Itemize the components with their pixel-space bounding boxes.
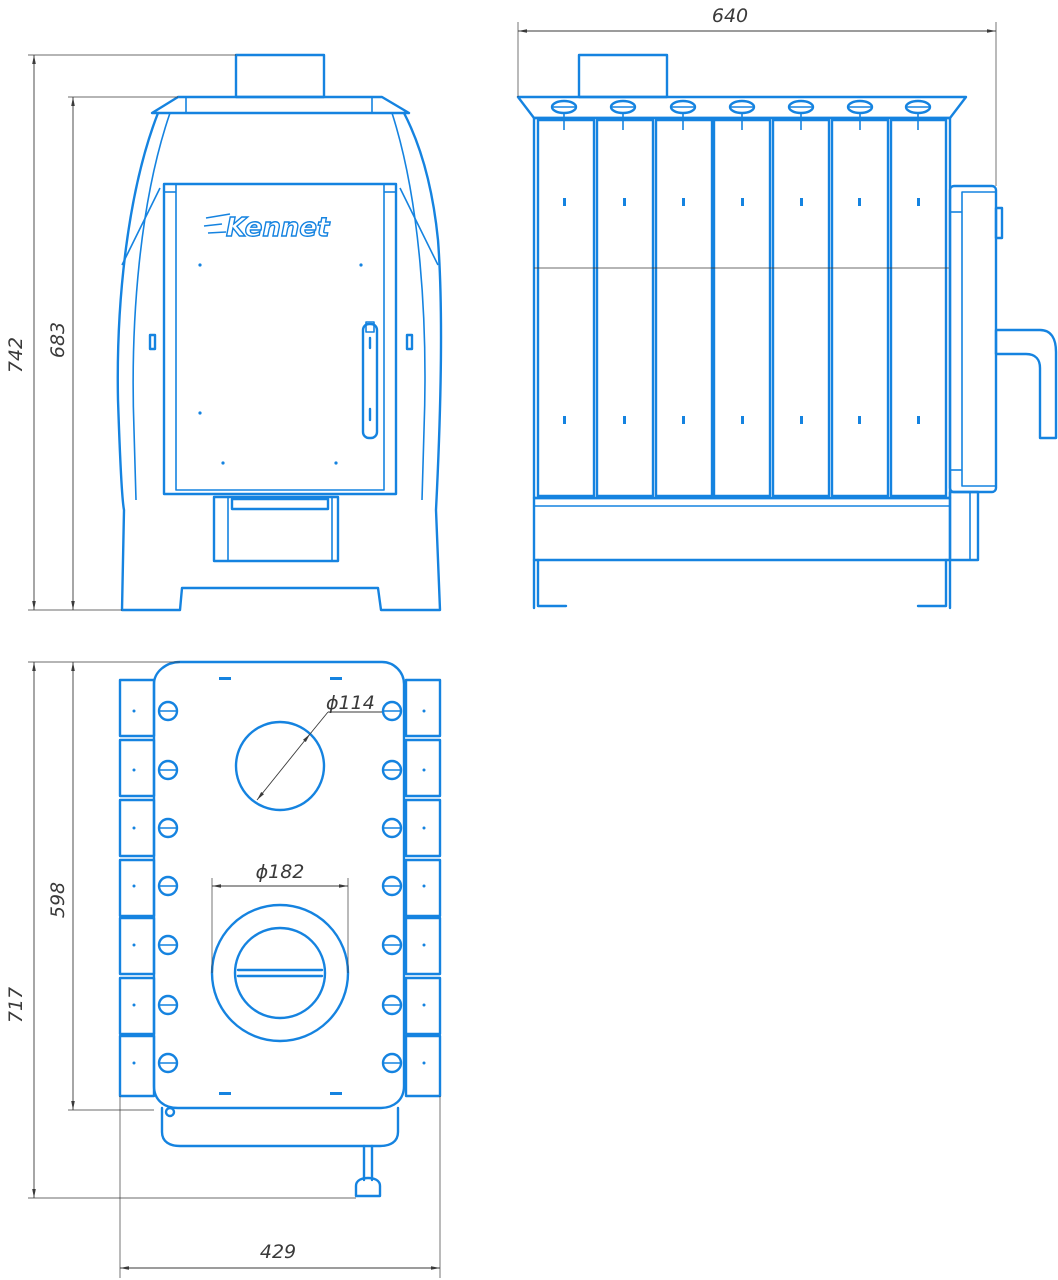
side-slot-right xyxy=(405,333,414,351)
side-chimney-pipe xyxy=(577,53,669,99)
side-slot-left xyxy=(148,333,157,351)
dim-742: 742 xyxy=(5,337,27,373)
logo-text: Kennet xyxy=(226,213,331,243)
side-base xyxy=(532,496,952,610)
side-handle[interactable] xyxy=(994,328,1058,440)
convection-fins xyxy=(534,118,950,498)
fin-rivets xyxy=(563,198,920,424)
dim-598: 598 xyxy=(47,882,69,918)
front-view: Kennet xyxy=(116,53,443,612)
flue-opening xyxy=(234,720,326,812)
chimney-pipe xyxy=(234,53,326,99)
flue-diameter-line xyxy=(256,733,311,801)
left-fins xyxy=(118,678,156,1098)
top-dimensions: 598 717 429 ϕ114 ϕ182 xyxy=(5,661,441,1278)
draft-knob[interactable] xyxy=(354,1176,382,1198)
door-handle[interactable] xyxy=(361,321,379,440)
right-fins xyxy=(404,678,442,1098)
side-view xyxy=(516,53,1058,610)
ash-drawer[interactable] xyxy=(212,495,340,563)
top-cap xyxy=(150,95,411,115)
kennet-logo[interactable]: Kennet xyxy=(203,212,332,244)
dim-phi114: ϕ114 xyxy=(326,692,375,714)
dim-683: 683 xyxy=(47,322,69,358)
side-door-profile xyxy=(948,184,1058,562)
top-plate xyxy=(152,660,406,1110)
top-lugs xyxy=(550,99,932,130)
bolt-slots xyxy=(157,700,403,1074)
door-rivets xyxy=(198,263,363,465)
hotplate xyxy=(210,903,350,1043)
dim-phi182: ϕ182 xyxy=(256,861,305,883)
front-dimensions: 742 683 xyxy=(5,54,236,611)
dim-429: 429 xyxy=(260,1241,296,1263)
top-view xyxy=(118,660,442,1198)
dim-717: 717 xyxy=(5,987,27,1023)
stove-body xyxy=(116,111,443,612)
dim-640: 640 xyxy=(712,5,748,27)
side-dimensions: 640 xyxy=(517,5,997,186)
top-front-lip xyxy=(160,1106,400,1198)
